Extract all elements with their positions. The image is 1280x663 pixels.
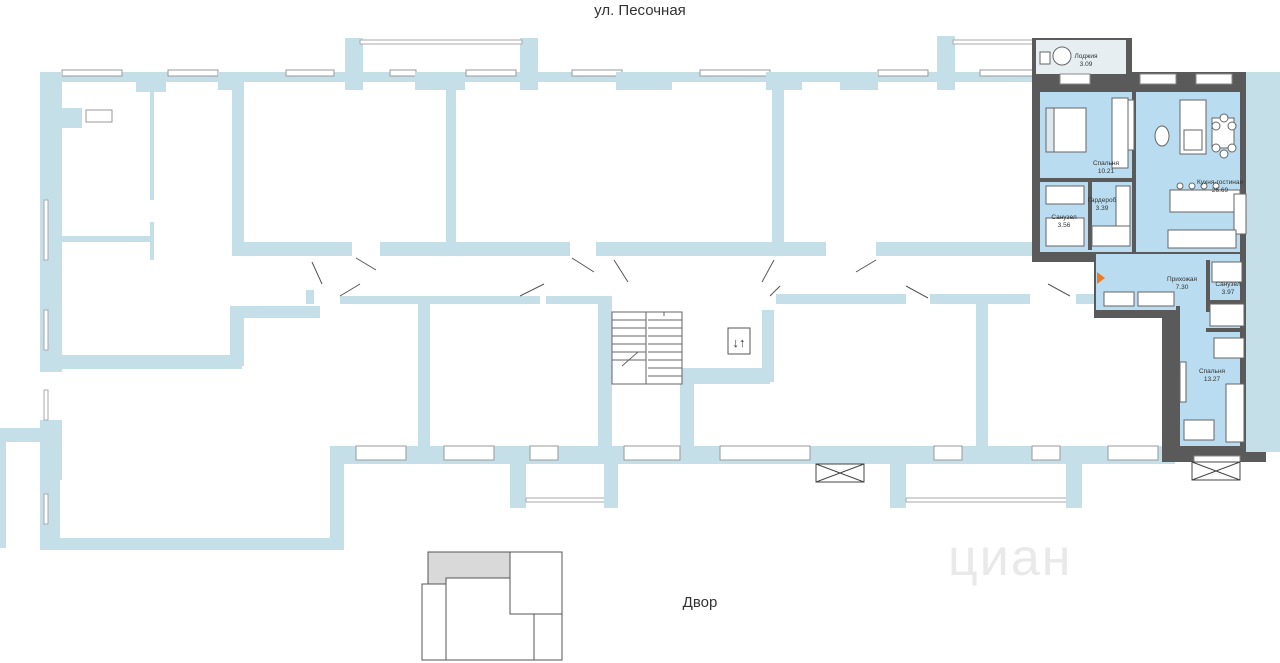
- entrance-marker-icon: [1097, 272, 1105, 284]
- door-swings: [311, 257, 1071, 299]
- room-loggia-name: Лоджия: [1074, 53, 1098, 60]
- street-label: ул. Песочная: [594, 2, 686, 19]
- room-kitchen-area: 26.69: [1212, 187, 1229, 194]
- room-bathroom1-area: 3.56: [1058, 222, 1071, 229]
- apartment-unit[interactable]: [1032, 38, 1280, 467]
- room-bedroom2-area: 13.27: [1204, 376, 1221, 383]
- yard-label: Двор: [682, 594, 718, 611]
- room-hallway-area: 7.30: [1176, 284, 1189, 291]
- room-wardrobe-area: 3.39: [1096, 205, 1109, 212]
- room-wardrobe-name: Гардероб: [1088, 196, 1117, 204]
- room-hallway-name: Прихожая: [1167, 276, 1198, 283]
- elevator-icon: ↓↑: [733, 335, 746, 350]
- site-minimap: [421, 551, 563, 661]
- room-bedroom1-name: Спальня: [1093, 160, 1120, 167]
- stairwell: [611, 311, 683, 385]
- room-labels: Лоджия 3.09 Спальня 10.21 Кухня-гостиная…: [1051, 53, 1243, 383]
- room-bathroom2-area: 3.97: [1222, 289, 1235, 296]
- apartment-furniture: [1045, 97, 1247, 443]
- room-bedroom1-area: 10.21: [1098, 168, 1115, 175]
- building-walls: [0, 36, 1248, 550]
- elevator-box: [727, 327, 751, 355]
- room-bathroom2-name: Санузел: [1215, 281, 1241, 288]
- room-kitchen-name: Кухня-гостиная: [1197, 179, 1243, 186]
- room-loggia-area: 3.09: [1080, 61, 1093, 68]
- room-bedroom2-name: Спальня: [1199, 368, 1226, 375]
- room-bathroom1-name: Санузел: [1051, 214, 1077, 221]
- watermark-logo: циан: [948, 529, 1073, 587]
- vent-boxes: [815, 461, 1241, 483]
